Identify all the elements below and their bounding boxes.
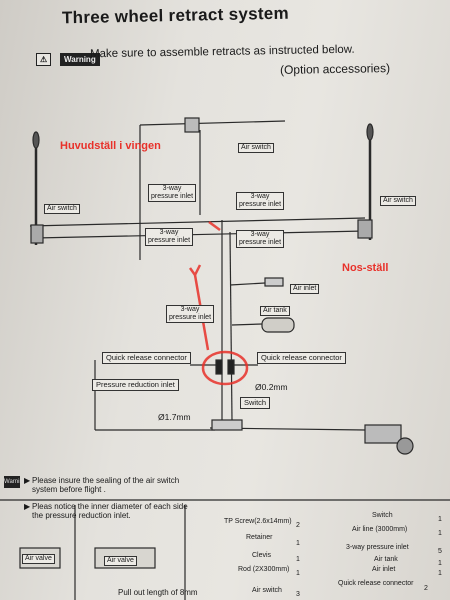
label-air-inlet: Air inlet [290,284,320,294]
part-retainer: Retainer [246,534,273,541]
warning-subtitle: (Option accessories) [279,61,391,77]
top-air-switch-body [184,117,200,133]
main-horizontal-line [29,217,366,227]
note-arrow-icon: ▶ [24,476,31,485]
label-diameter-large: Ø1.7mm [158,412,191,422]
part-rod: Rod (2X300mm) [238,566,290,573]
part-tp-screw: TP Screw(2.6x14mm) [224,518,292,525]
part-tp-screw-qty: 2 [296,522,300,529]
second-horizontal-line [34,230,366,239]
part-air-switch: Air switch [252,587,282,594]
warning-triangle-icon: ⚠ [36,53,52,66]
label-diameter-small: Ø0.2mm [255,382,288,392]
label-inlet-lower-left: 3-way pressure inlet [145,228,194,246]
part-3way-inlet: 3-way pressure inlet [346,544,409,551]
note-arrow-icon-2: ▶ [24,502,31,511]
bottom-air-valve-1: Air valve [22,554,55,564]
part-clevis-qty: 1 [296,556,300,563]
air-tank-body [261,317,295,333]
center-line-b [229,231,233,421]
part-rod-qty: 1 [296,570,300,577]
label-qrc-right: Quick release connector [257,352,346,364]
part-3way-inlet-qty: 5 [438,548,442,555]
warning-badge: Warning [60,53,100,66]
notes-warning-badge: Warning [4,476,26,488]
label-air-switch-right: Air switch [380,196,416,206]
part-air-switch-qty: 3 [296,591,300,598]
label-inlet-upper-right: 3-way pressure inlet [236,192,285,210]
bottom-air-valve-2: Air valve [104,556,137,566]
bottom-pull-out: Pull out length of 8mm [118,588,198,597]
part-air-tank: Air tank [374,556,398,563]
part-air-tank-qty: 1 [438,560,442,567]
part-air-line-qty: 1 [438,530,442,537]
note-diameter: Pleas notice the inner diameter of each … [32,502,188,520]
servo-body [364,424,402,444]
part-air-inlet: Air inlet [372,566,396,573]
label-qrc-left: Quick release connector [102,352,191,364]
part-clevis: Clevis [252,552,272,559]
label-inlet-upper-left: 3-way pressure inlet [148,184,197,202]
label-air-switch-top: Air switch [238,143,274,153]
part-qrc-qty: 2 [424,585,428,592]
left-gear-wheel [32,131,40,149]
label-inlet-lower-right: 3-way pressure inlet [236,230,285,248]
label-inlet-middle: 3-way pressure inlet [166,305,215,323]
label-pressure-reduction: Pressure reduction inlet [92,379,179,391]
red-circle-qrc [201,350,249,386]
red-arrow-head [188,264,202,278]
air-inlet-body [264,277,284,287]
label-switch: Switch [240,397,271,409]
left-gear-cylinder [30,224,44,244]
top-rod [139,120,286,126]
part-air-inlet-qty: 1 [438,570,442,577]
air-inlet-line [229,282,266,286]
part-switch-qty: 1 [438,516,442,523]
servo-wheel [396,437,414,455]
label-air-tank: Air tank [260,306,290,316]
air-tank-line [231,323,263,326]
note-sealing: Please insure the sealing of the air swi… [32,476,180,494]
label-air-switch-left: Air switch [44,204,80,214]
handwritten-left-note: Huvudställ i vingen [60,140,161,152]
part-air-line: Air line (3000mm) [352,526,408,533]
switch-body [211,419,243,431]
right-gear-cylinder [357,219,373,239]
right-gear-wheel [366,123,374,141]
part-qrc: Quick release connector [338,580,414,587]
handwritten-right-note: Nos-ställ [342,262,389,274]
qrc-left-body [215,359,223,375]
part-switch: Switch [372,512,393,519]
part-retainer-qty: 1 [296,540,300,547]
qrc-right-body [227,359,235,375]
red-mark-top [208,220,221,232]
